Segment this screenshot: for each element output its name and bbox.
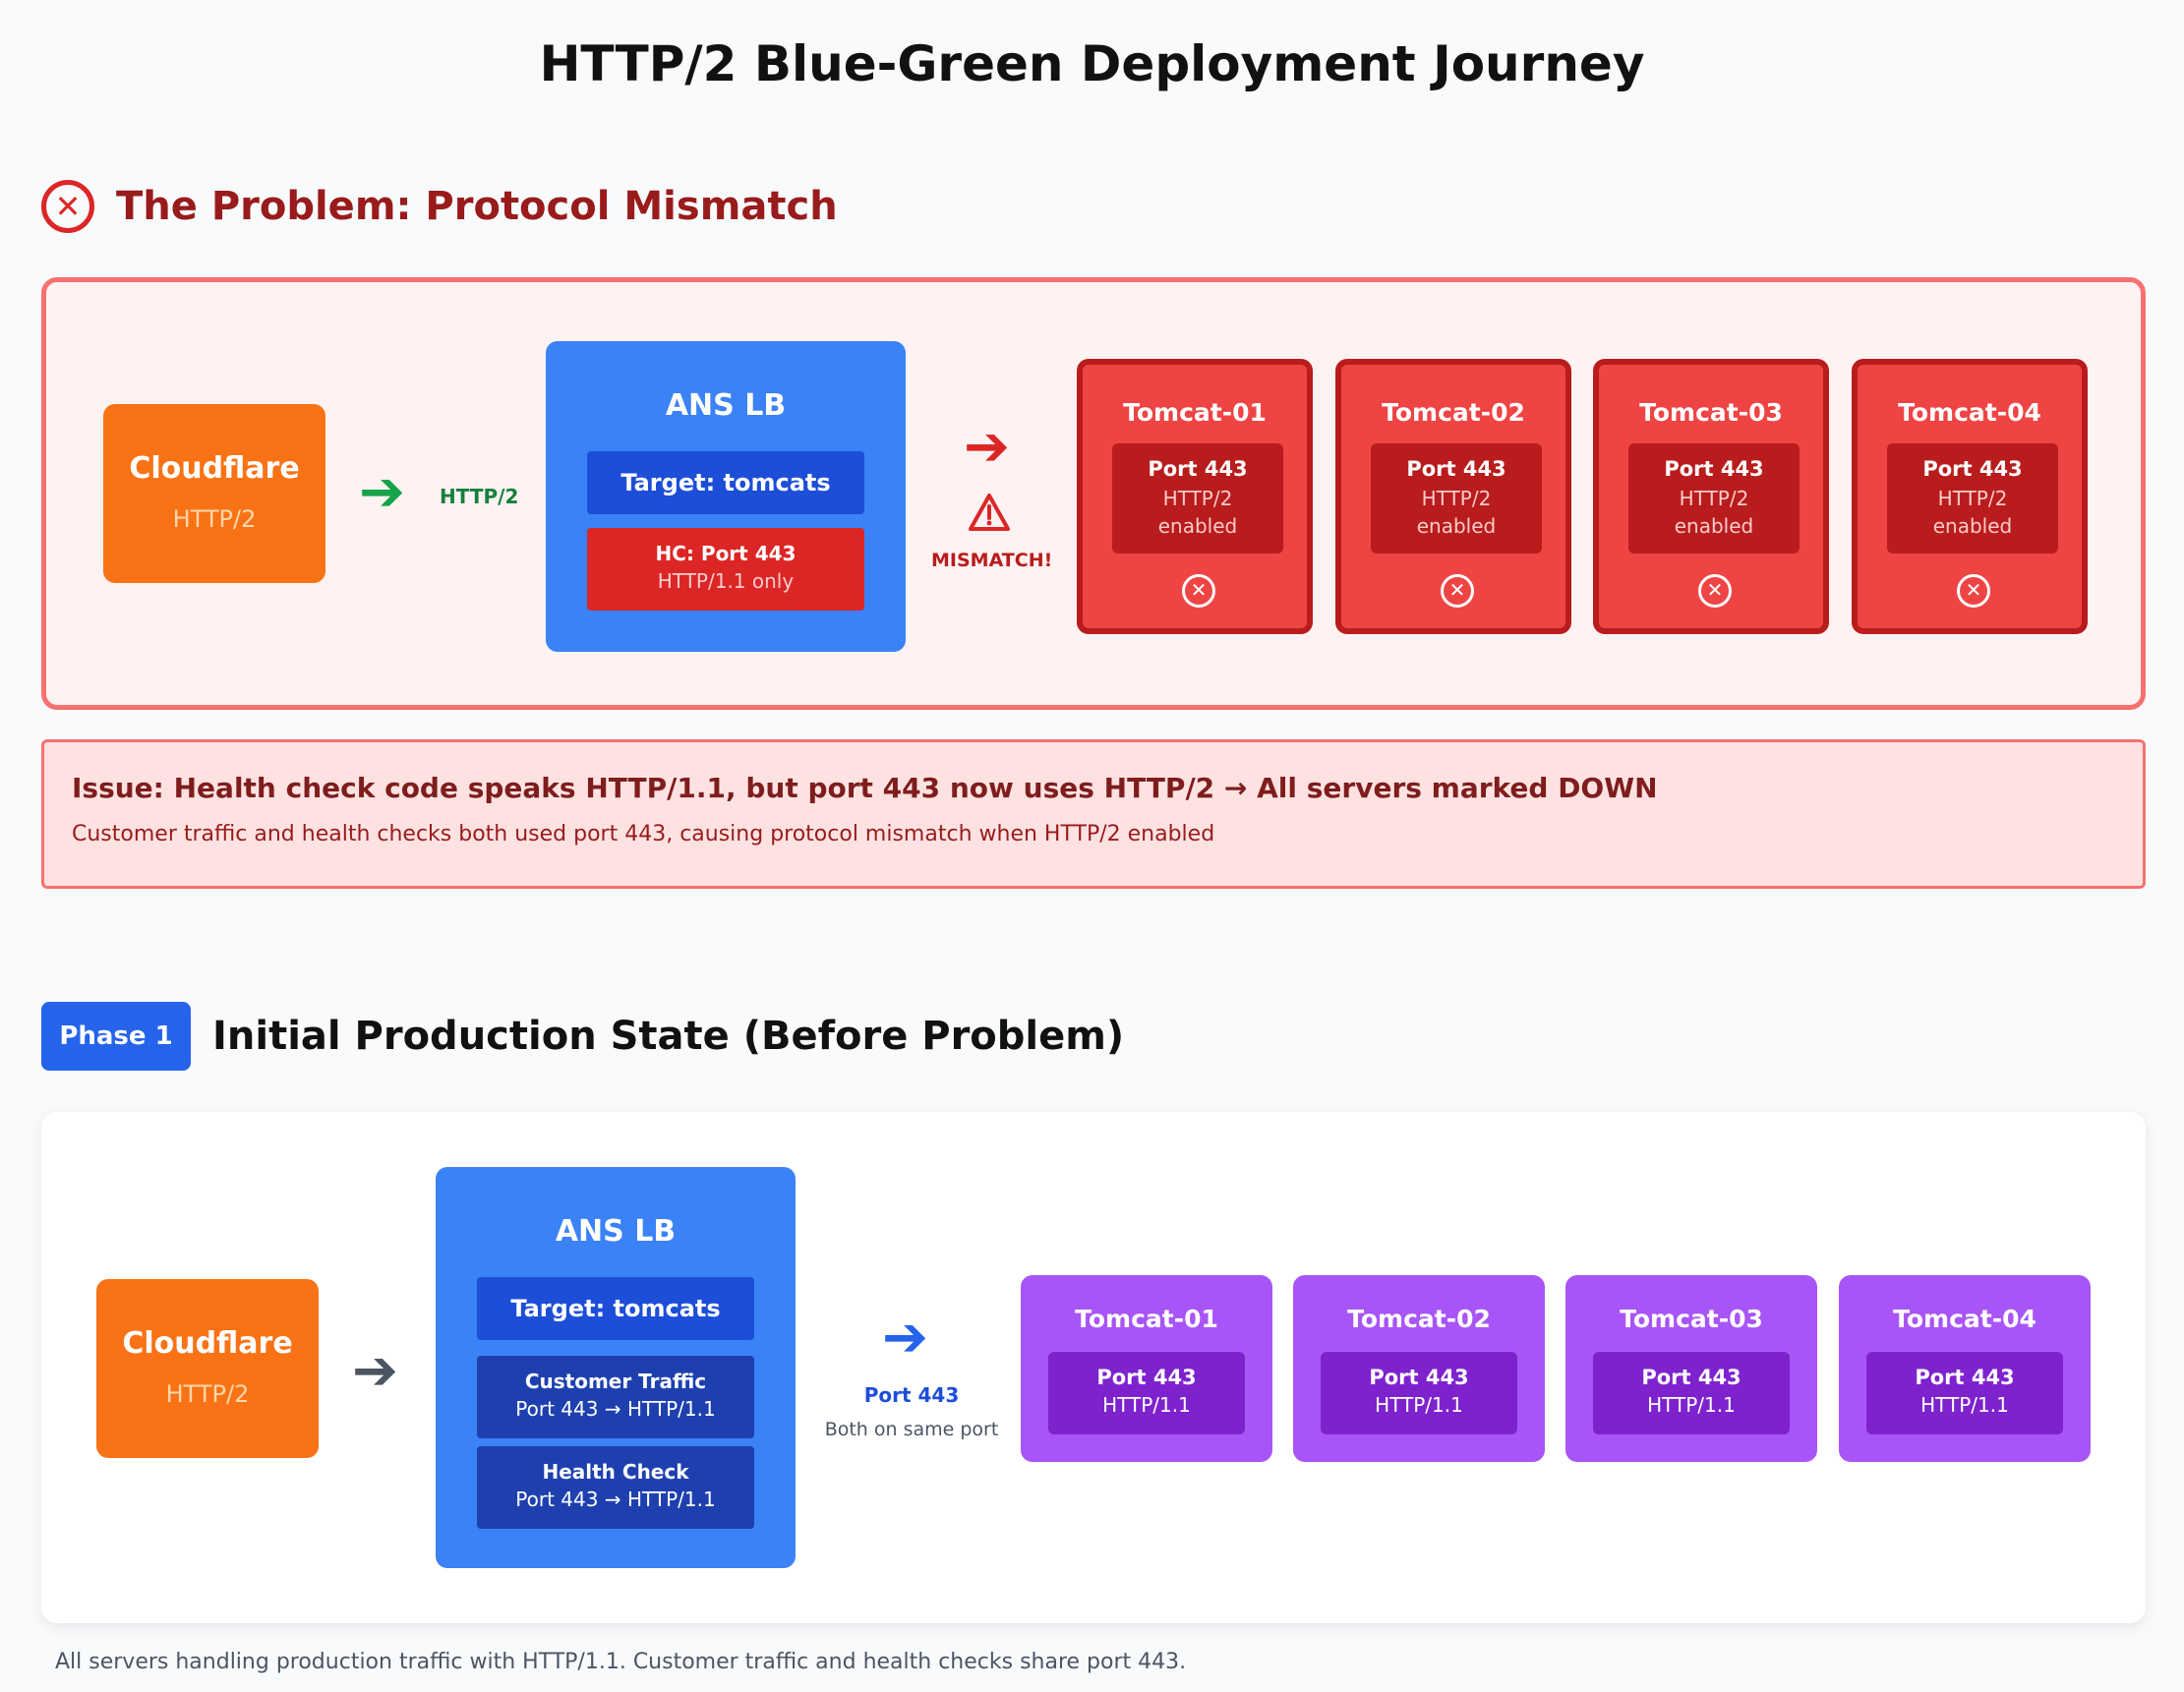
- server-status: enabled: [1416, 514, 1497, 538]
- server-name: Tomcat-04: [1893, 1305, 2036, 1333]
- server-protocol: HTTP/2: [1162, 487, 1233, 510]
- server-port-box: Port 443 HTTP/1.1: [1321, 1352, 1517, 1434]
- arrow-right-icon: ➔: [964, 415, 1010, 479]
- edge-label: HTTP/2: [440, 485, 519, 508]
- hc-title: Health Check: [542, 1460, 689, 1484]
- server-protocol: HTTP/1.1: [1102, 1393, 1191, 1417]
- phase1-caption: All servers handling production traffic …: [55, 1650, 1187, 1674]
- arrow-right-icon: ➔: [882, 1306, 928, 1370]
- issue-callout: Issue: Health check code speaks HTTP/1.1…: [41, 739, 2146, 889]
- server-name: Tomcat-04: [1898, 398, 2041, 427]
- server-card: Tomcat-01 Port 443 HTTP/2 enabled ✕: [1077, 359, 1313, 634]
- lb-target: Target: tomcats: [587, 451, 864, 514]
- lb-health-check: Health Check Port 443 → HTTP/1.1: [477, 1446, 754, 1529]
- cloudflare-protocol: HTTP/2: [172, 505, 257, 533]
- server-protocol: HTTP/2: [1937, 487, 2008, 510]
- hc-title: HC: Port 443: [655, 542, 797, 565]
- server-port: Port 443: [1096, 1366, 1197, 1389]
- error-x-icon: ✕: [1698, 574, 1732, 608]
- lb-name: ANS LB: [665, 388, 787, 423]
- server-protocol: HTTP/2: [1421, 487, 1492, 510]
- phase-badge: Phase 1: [41, 1002, 191, 1071]
- server-name: Tomcat-03: [1620, 1305, 1763, 1333]
- server-port-box: Port 443 HTTP/2 enabled: [1628, 443, 1800, 554]
- error-circle-icon: ✕: [41, 180, 94, 233]
- server-status: enabled: [1674, 514, 1754, 538]
- server-port: Port 443: [1641, 1366, 1741, 1389]
- server-port: Port 443: [1148, 457, 1248, 481]
- lb-health-check: HC: Port 443 HTTP/1.1 only: [587, 528, 864, 611]
- cloudflare-node: Cloudflare HTTP/2: [96, 1279, 319, 1458]
- server-name: Tomcat-02: [1382, 398, 1525, 427]
- lb-target: Target: tomcats: [477, 1277, 754, 1340]
- phase1-heading: Phase 1 Initial Production State (Before…: [41, 1002, 1124, 1071]
- server-protocol: HTTP/2: [1679, 487, 1749, 510]
- mismatch-label: MISMATCH!: [931, 550, 1053, 571]
- phase1-diagram-panel: Cloudflare HTTP/2 ➔ ANS LB Target: tomca…: [41, 1112, 2146, 1623]
- phase1-heading-text: Initial Production State (Before Problem…: [212, 1014, 1125, 1059]
- hc-detail: HTTP/1.1 only: [657, 569, 795, 593]
- server-port: Port 443: [1664, 457, 1764, 481]
- cloudflare-name: Cloudflare: [129, 451, 300, 486]
- server-card: Tomcat-04 Port 443 HTTP/1.1: [1839, 1275, 2091, 1462]
- cloudflare-node: Cloudflare HTTP/2: [103, 404, 325, 583]
- server-port-box: Port 443 HTTP/1.1: [1593, 1352, 1790, 1434]
- arrow-right-icon: ➔: [359, 460, 405, 524]
- problem-heading-text: The Problem: Protocol Mismatch: [116, 184, 838, 229]
- error-x-icon: ✕: [1957, 574, 1990, 608]
- error-x-icon: ✕: [1441, 574, 1474, 608]
- server-status: enabled: [1932, 514, 2013, 538]
- page-title: HTTP/2 Blue-Green Deployment Journey: [539, 35, 1645, 92]
- server-port-box: Port 443 HTTP/2 enabled: [1887, 443, 2058, 554]
- warning-icon: [969, 494, 1010, 531]
- edge-label: Port 443: [863, 1383, 960, 1407]
- server-name: Tomcat-02: [1347, 1305, 1491, 1333]
- problem-diagram-panel: Cloudflare HTTP/2 ➔ HTTP/2 ANS LB Target…: [41, 277, 2146, 710]
- server-name: Tomcat-01: [1075, 1305, 1218, 1333]
- server-port-box: Port 443 HTTP/1.1: [1866, 1352, 2063, 1434]
- cloudflare-name: Cloudflare: [122, 1326, 293, 1361]
- server-card: Tomcat-03 Port 443 HTTP/1.1: [1565, 1275, 1817, 1462]
- server-card: Tomcat-01 Port 443 HTTP/1.1: [1021, 1275, 1272, 1462]
- lb-name: ANS LB: [555, 1214, 677, 1249]
- problem-heading: ✕ The Problem: Protocol Mismatch: [41, 179, 838, 234]
- traffic-title: Customer Traffic: [524, 1370, 707, 1393]
- server-card: Tomcat-03 Port 443 HTTP/2 enabled ✕: [1593, 359, 1829, 634]
- lb-customer-traffic: Customer Traffic Port 443 → HTTP/1.1: [477, 1356, 754, 1438]
- server-port-box: Port 443 HTTP/2 enabled: [1112, 443, 1283, 554]
- server-port-box: Port 443 HTTP/1.1: [1048, 1352, 1245, 1434]
- error-x-icon: ✕: [1182, 574, 1215, 608]
- cloudflare-protocol: HTTP/2: [165, 1380, 250, 1408]
- issue-detail: Customer traffic and health checks both …: [72, 822, 1215, 846]
- server-card: Tomcat-04 Port 443 HTTP/2 enabled ✕: [1852, 359, 2088, 634]
- server-port-box: Port 443 HTTP/2 enabled: [1371, 443, 1542, 554]
- traffic-detail: Port 443 → HTTP/1.1: [515, 1397, 716, 1421]
- server-protocol: HTTP/1.1: [1647, 1393, 1736, 1417]
- server-name: Tomcat-01: [1123, 398, 1267, 427]
- hc-detail: Port 443 → HTTP/1.1: [515, 1488, 716, 1511]
- edge-sublabel: Both on same port: [824, 1419, 999, 1440]
- server-status: enabled: [1157, 514, 1238, 538]
- server-port: Port 443: [1406, 457, 1506, 481]
- server-name: Tomcat-03: [1639, 398, 1783, 427]
- load-balancer-node: ANS LB Target: tomcats HC: Port 443 HTTP…: [546, 341, 906, 652]
- server-port: Port 443: [1915, 1366, 2015, 1389]
- server-port: Port 443: [1369, 1366, 1469, 1389]
- server-protocol: HTTP/1.1: [1920, 1393, 2009, 1417]
- server-card: Tomcat-02 Port 443 HTTP/2 enabled ✕: [1335, 359, 1571, 634]
- issue-title: Issue: Health check code speaks HTTP/1.1…: [72, 772, 1658, 804]
- server-protocol: HTTP/1.1: [1375, 1393, 1463, 1417]
- load-balancer-node: ANS LB Target: tomcats Customer Traffic …: [436, 1167, 796, 1568]
- server-card: Tomcat-02 Port 443 HTTP/1.1: [1293, 1275, 1545, 1462]
- arrow-right-icon: ➔: [352, 1339, 398, 1403]
- server-port: Port 443: [1922, 457, 2023, 481]
